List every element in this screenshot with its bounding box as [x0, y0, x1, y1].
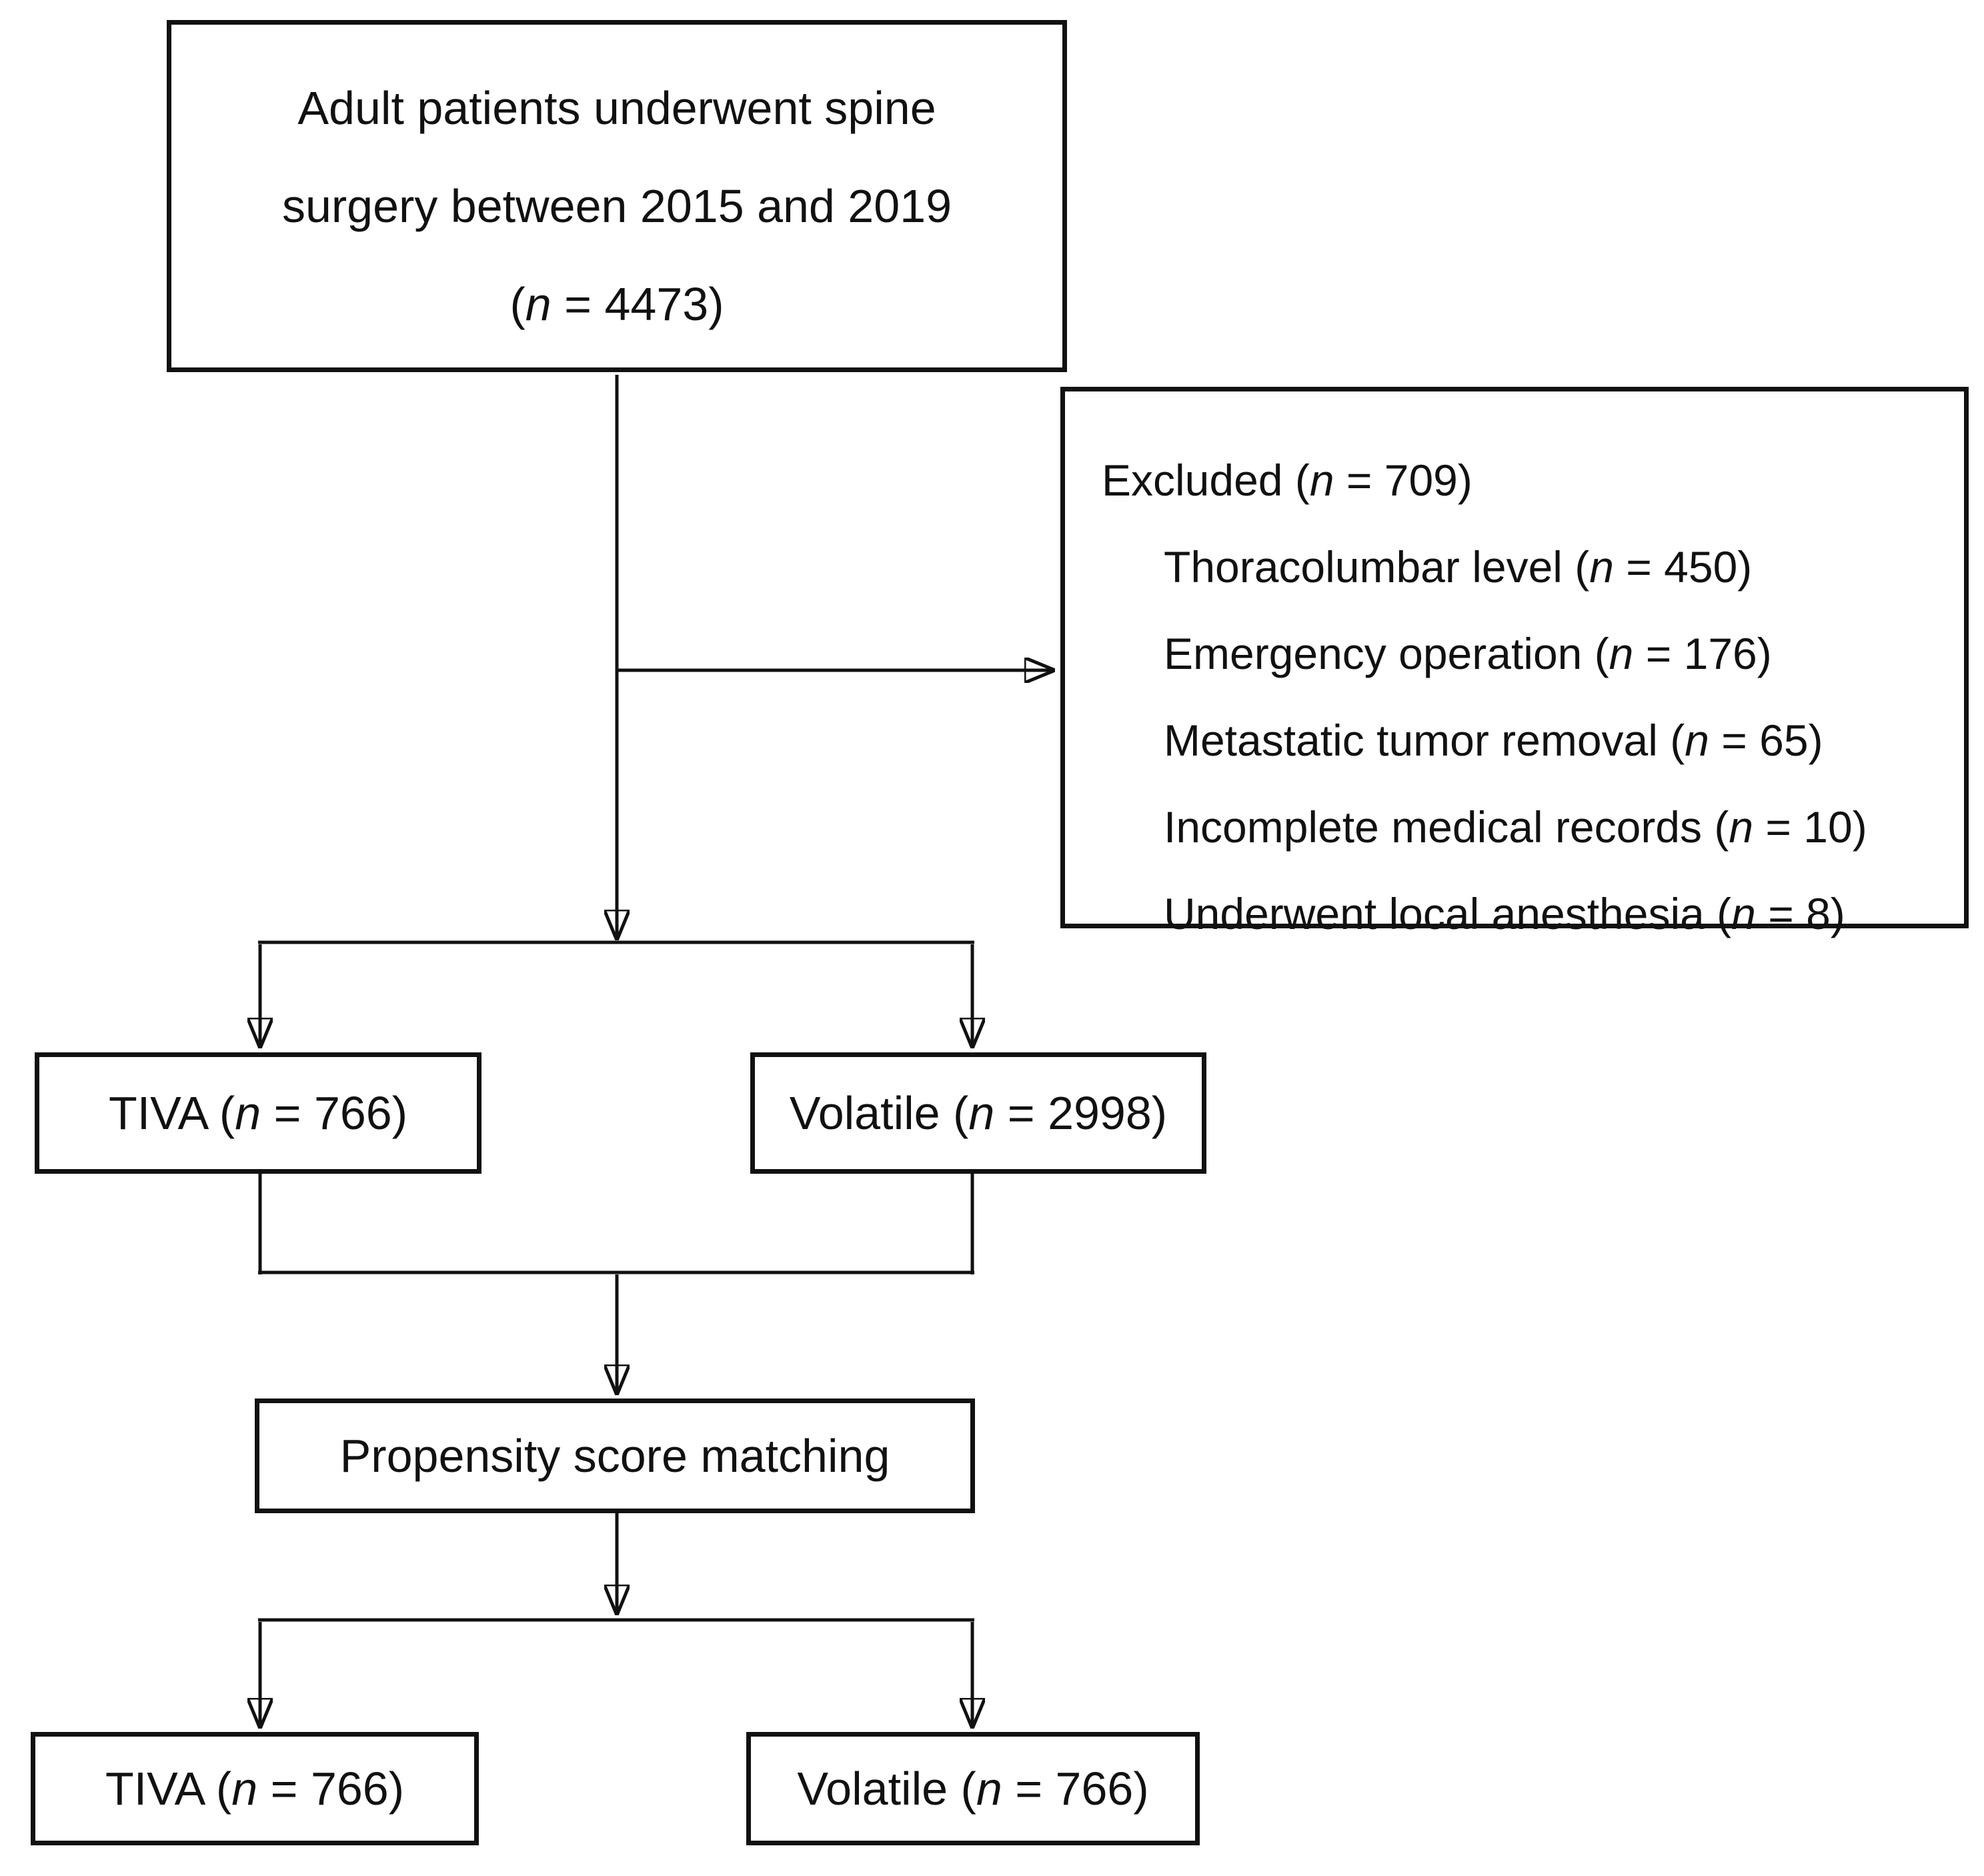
eligible-line-2: surgery between 2015 and 2019: [281, 180, 952, 232]
eligible-line-1: Adult patients underwent spine: [297, 82, 936, 134]
volatile-matched-label: Volatile (n = 766): [797, 1763, 1149, 1815]
volatile-unmatched-label: Volatile (n = 2998): [789, 1087, 1168, 1139]
box-volatile-unmatched: Volatile (n = 2998): [750, 1052, 1206, 1174]
tiva-matched-label: TIVA (n = 766): [105, 1763, 405, 1815]
tiva-unmatched-label: TIVA (n = 766): [108, 1087, 408, 1139]
excluded-item: Metastatic tumor removal (n = 65): [1164, 716, 1823, 765]
box-eligible-patients: Adult patients underwent spine surgery b…: [167, 20, 1067, 372]
eligible-line-3: (n = 4473): [510, 278, 724, 330]
box-excluded: Excluded (n = 709) Thoracolumbar level (…: [1060, 387, 1969, 938]
excluded-item: Thoracolumbar level (n = 450): [1164, 542, 1753, 592]
box-volatile-matched: Volatile (n = 766): [746, 1732, 1200, 1845]
excluded-item: Emergency operation (n = 176): [1164, 629, 1772, 678]
box-propensity-matching: Propensity score matching: [255, 1398, 975, 1513]
excluded-title: Excluded (n = 709): [1102, 455, 1472, 505]
excluded-item: Incomplete medical records (n = 10): [1164, 802, 1867, 852]
excluded-item: Underwent local anesthesia (n = 8): [1164, 889, 1845, 938]
propensity-matching-label: Propensity score matching: [339, 1430, 890, 1482]
box-tiva-matched: TIVA (n = 766): [31, 1732, 479, 1845]
box-tiva-unmatched: TIVA (n = 766): [35, 1052, 481, 1174]
